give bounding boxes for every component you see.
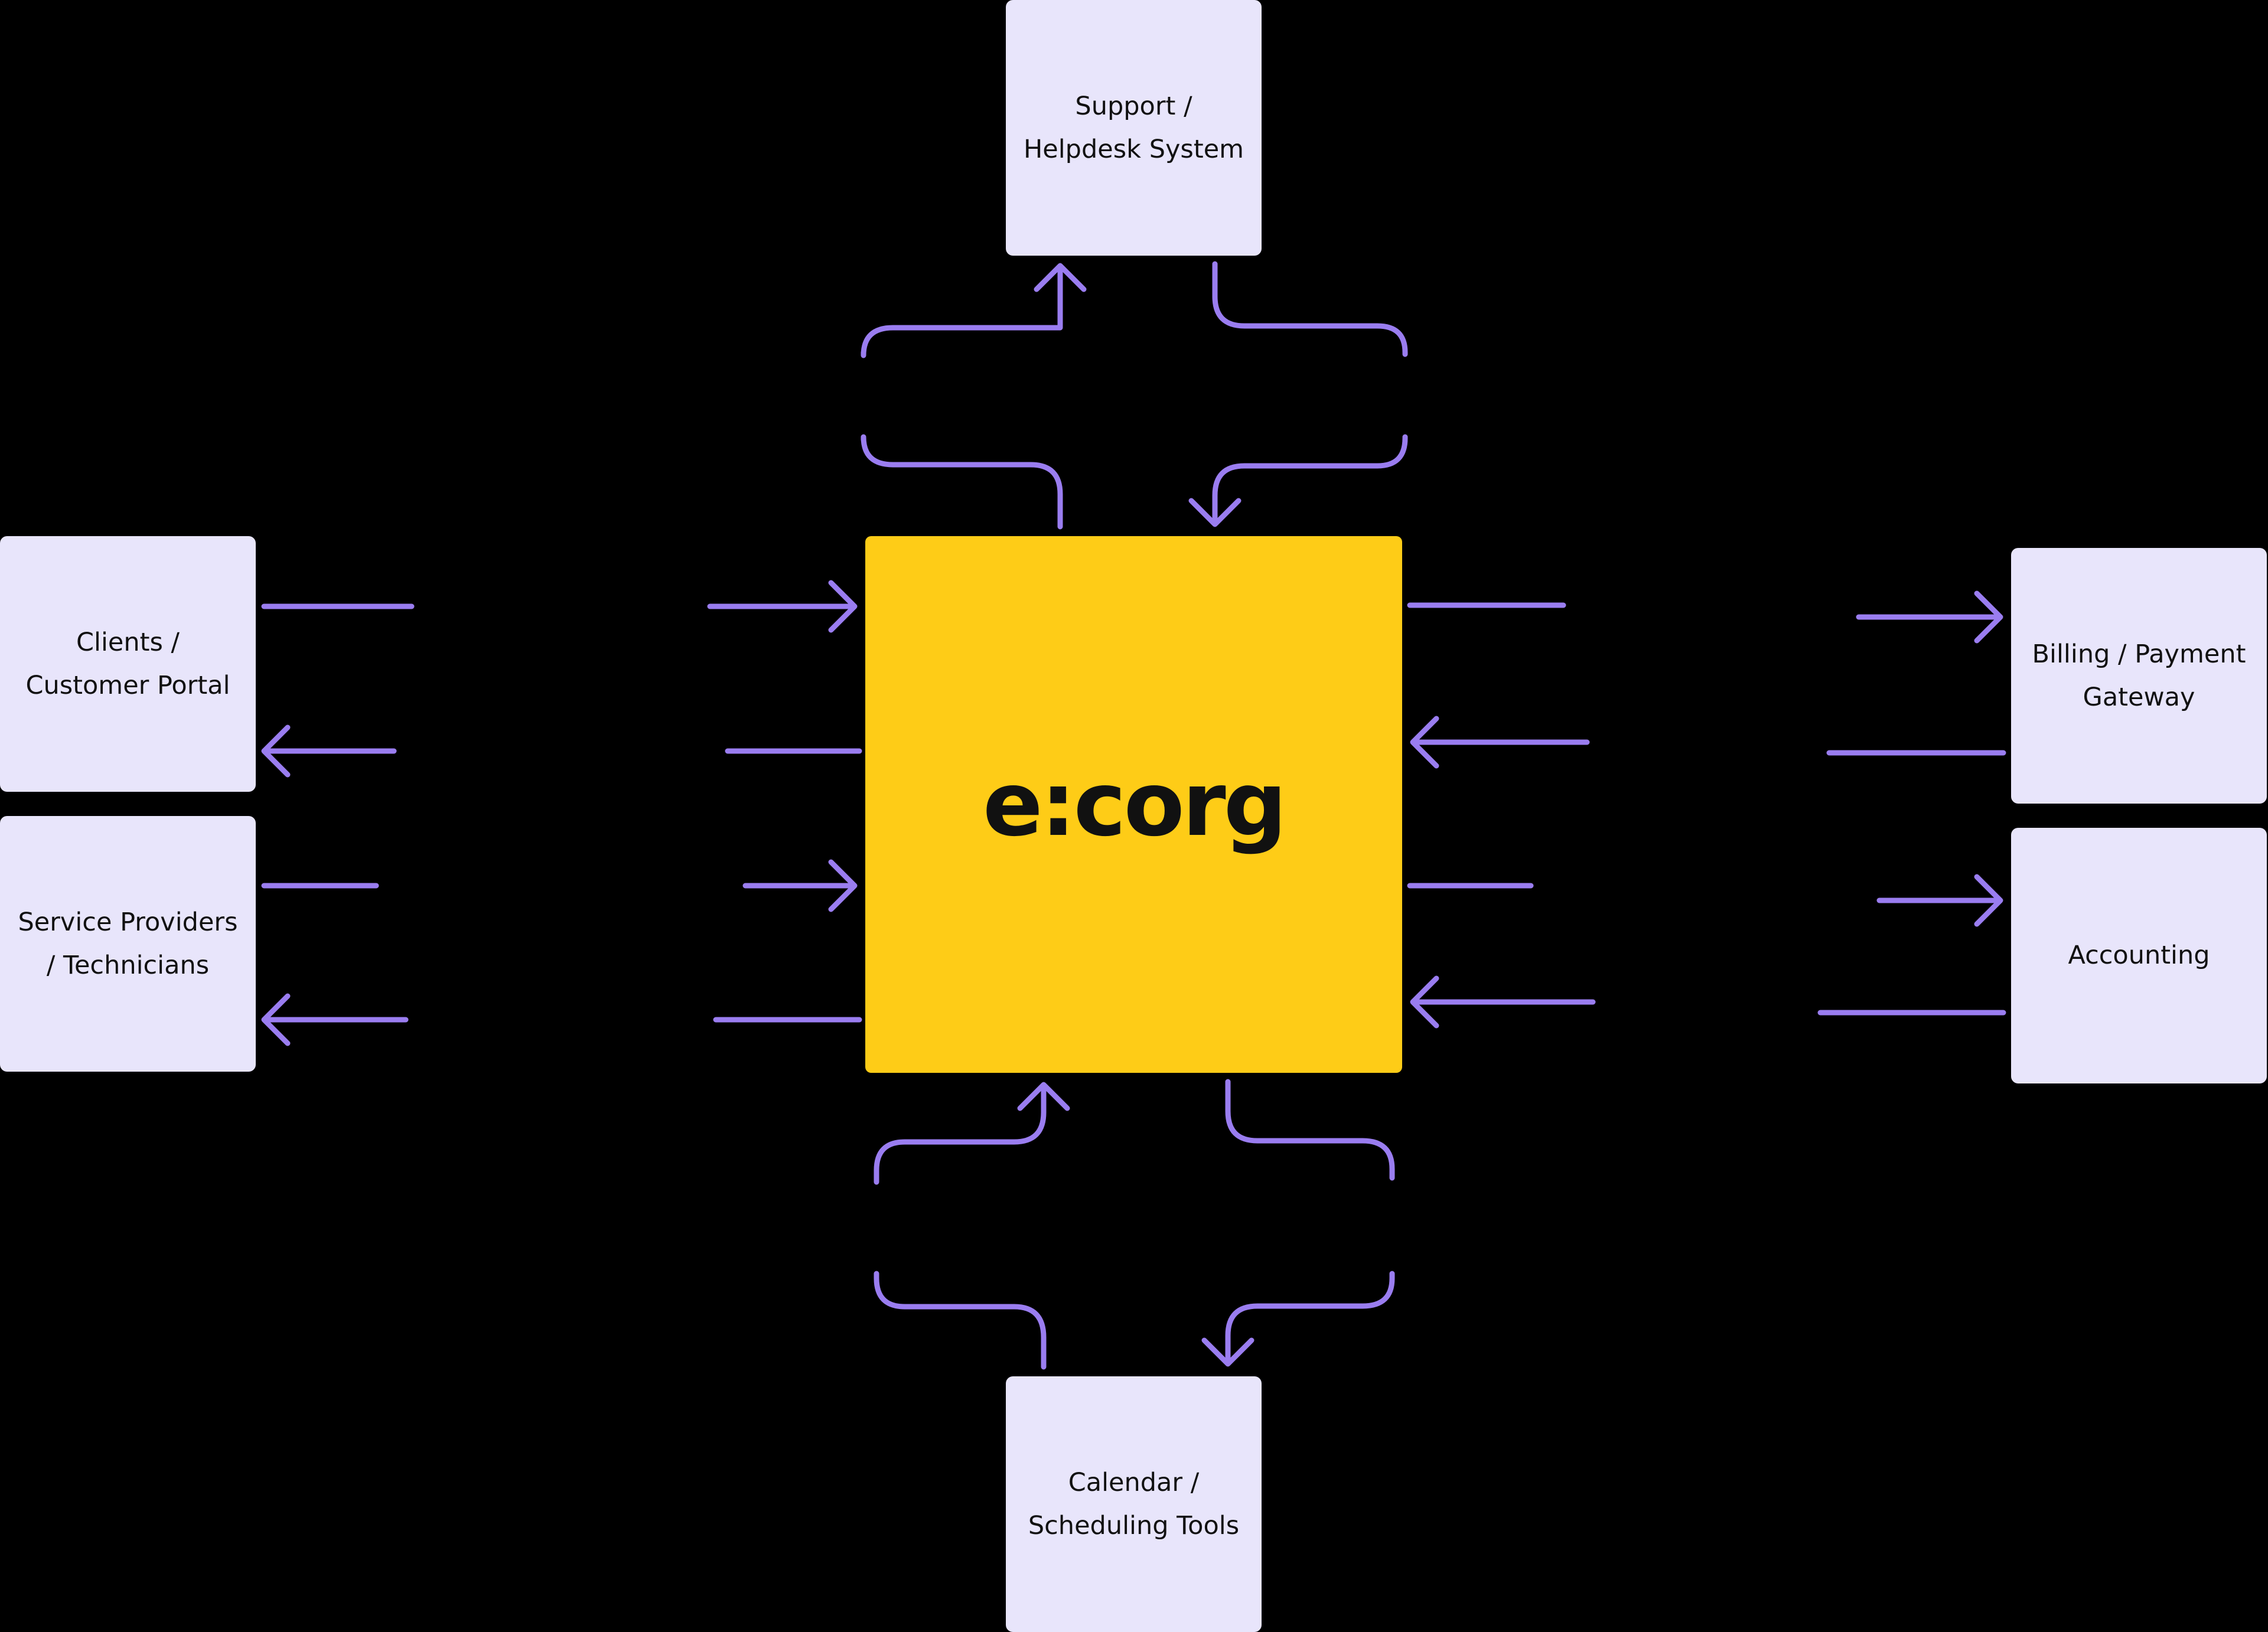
accounting-box: Accounting	[2011, 828, 2267, 1083]
billing-to-hub-arrow	[1410, 716, 2006, 769]
hub-to-service-arrow	[261, 993, 862, 1046]
service-providers-technicians-box: Service Providers / Technicians	[0, 816, 256, 1072]
ecorg-logo: e:corg	[982, 753, 1287, 856]
service-to-hub-arrow	[261, 859, 858, 912]
billing-payment-gateway-box: Billing / Payment Gateway	[2011, 548, 2267, 804]
hub-to-billing-arrow	[1407, 590, 2003, 644]
hub-to-accounting-arrow	[1407, 874, 2003, 927]
ecorg-hub: e:corg	[865, 536, 1402, 1073]
service-providers-technicians-label: Service Providers / Technicians	[18, 907, 238, 980]
support-to-hub-arrow	[1188, 261, 1408, 527]
clients-customer-portal-box: Clients / Customer Portal	[0, 536, 256, 792]
clients-to-hub-arrow	[261, 580, 858, 633]
clients-customer-portal-label: Clients / Customer Portal	[25, 627, 230, 700]
calendar-to-hub-arrow	[874, 1082, 1070, 1370]
billing-payment-gateway-label: Billing / Payment Gateway	[2032, 639, 2246, 712]
support-helpdesk-system-label: Support / Helpdesk System	[1023, 91, 1244, 164]
support-helpdesk-system-box: Support / Helpdesk System	[1006, 0, 1262, 256]
calendar-scheduling-tools-label: Calendar / Scheduling Tools	[1028, 1467, 1240, 1540]
hub-to-support-arrow	[861, 263, 1087, 530]
accounting-label: Accounting	[2068, 941, 2210, 970]
hub-to-calendar-arrow	[1201, 1079, 1395, 1367]
calendar-scheduling-tools-box: Calendar / Scheduling Tools	[1006, 1376, 1262, 1632]
hub-to-clients-arrow	[261, 724, 862, 778]
accounting-to-hub-arrow	[1410, 975, 2006, 1029]
